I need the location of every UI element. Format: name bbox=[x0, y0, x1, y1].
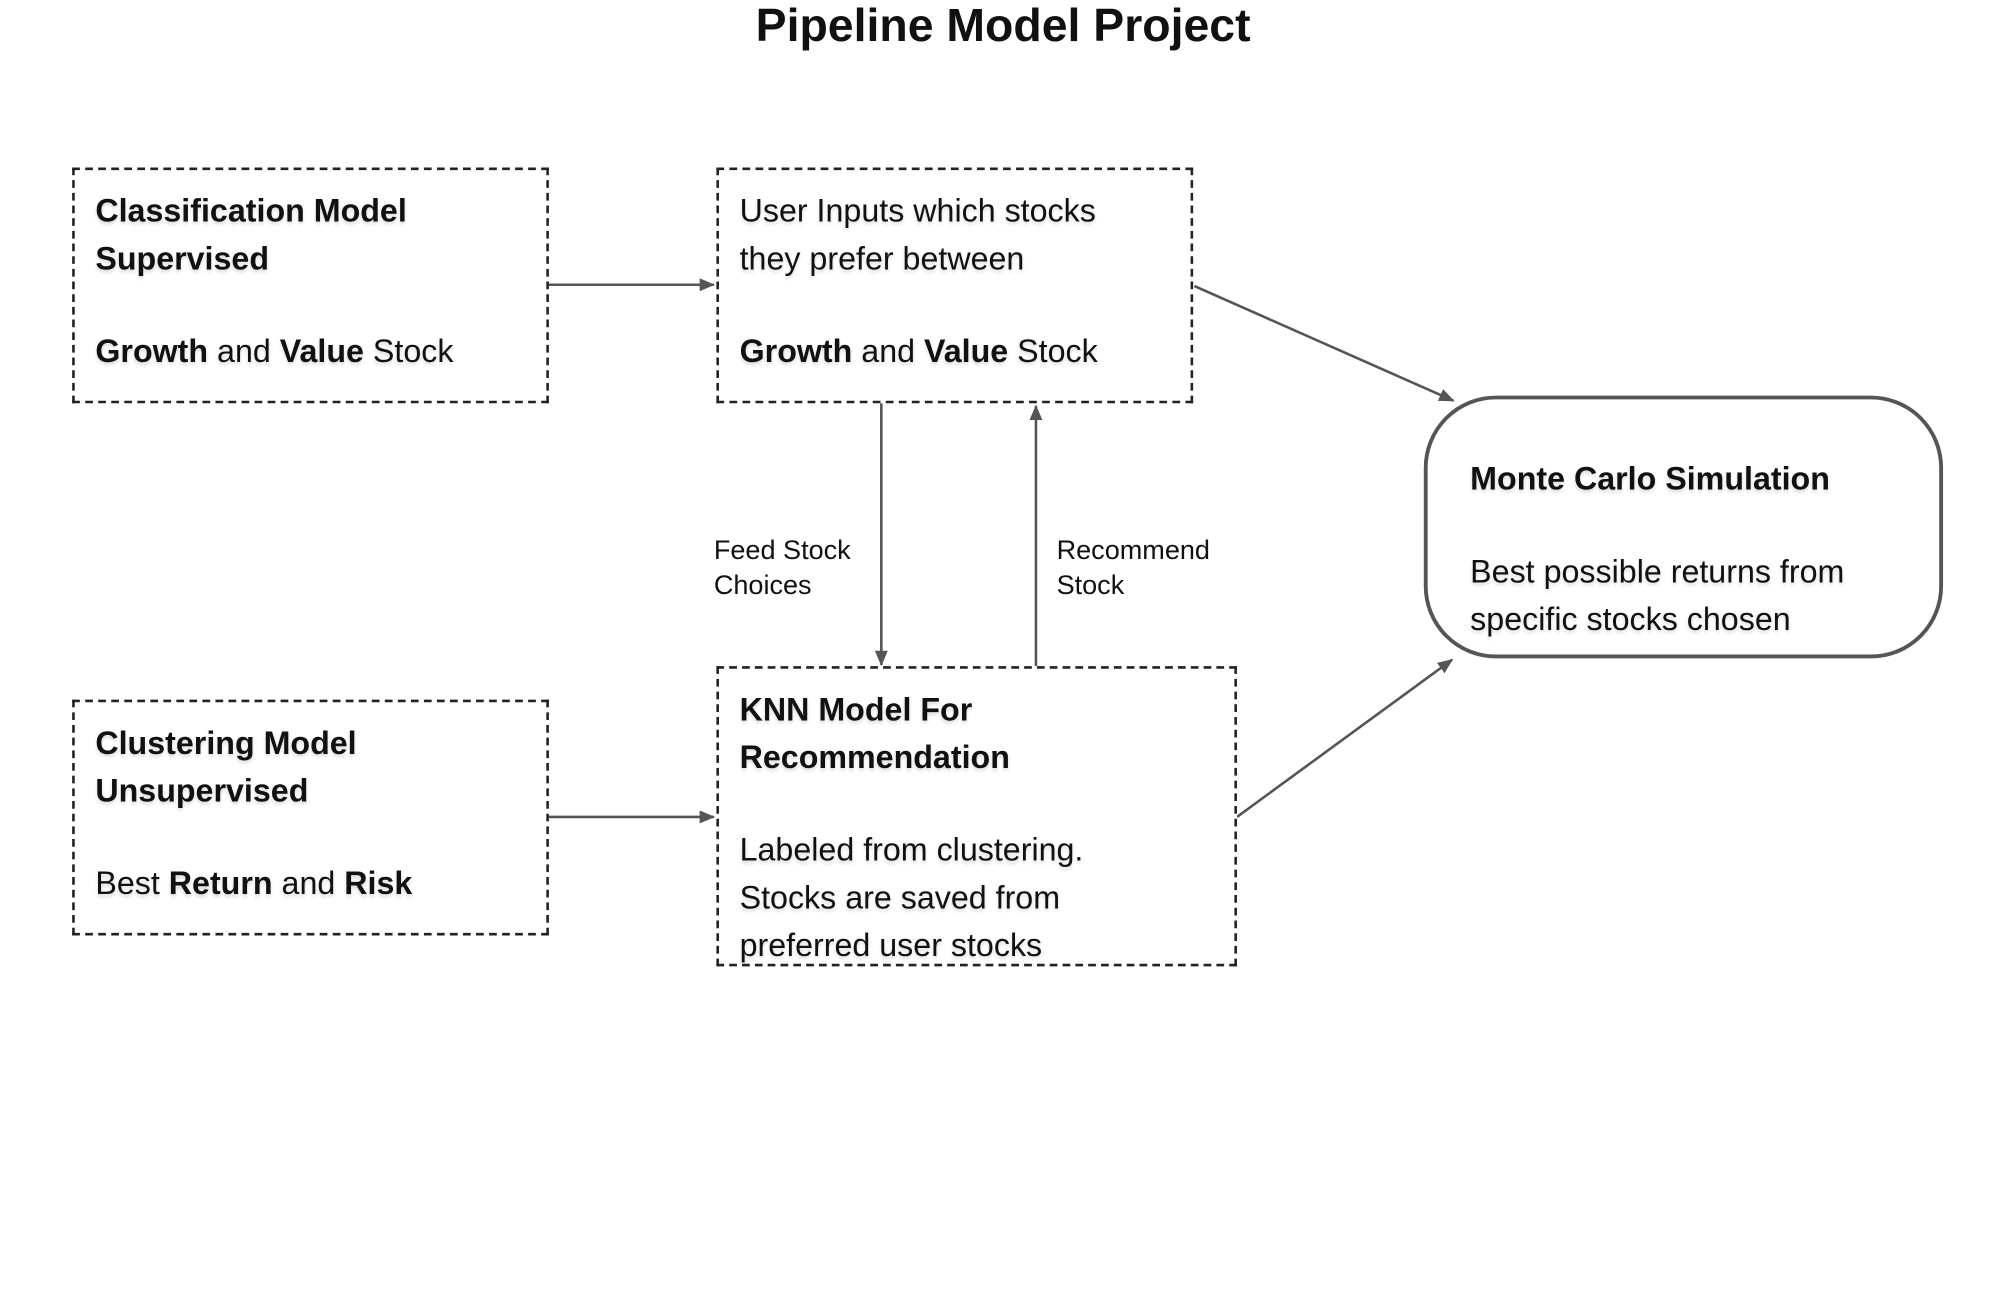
arrow-user-inputs-to-monte-carlo bbox=[1193, 284, 1455, 402]
monte-carlo-box: Monte Carlo Simulation Best possible ret… bbox=[1423, 395, 1944, 659]
classification-model-box: Classification Model Supervised Growth a… bbox=[72, 167, 549, 404]
recommend-stock-label: Recommend Stock bbox=[1056, 536, 1210, 601]
user-inputs-stock-types: Growth and Value Stock bbox=[739, 333, 1098, 370]
classification-heading-line1: Classification Model bbox=[95, 193, 407, 230]
monte-carlo-line2: specific stocks chosen bbox=[1470, 601, 1791, 638]
user-inputs-line1: User Inputs which stocks bbox=[739, 193, 1096, 230]
knn-heading-line1: KNN Model For bbox=[739, 691, 973, 729]
knn-line1: Labeled from clustering. bbox=[739, 832, 1084, 869]
user-inputs-line2: they prefer between bbox=[739, 240, 1025, 278]
classification-stock-types: Growth and Value Stock bbox=[95, 333, 454, 370]
knn-line3: preferred user stocks bbox=[739, 927, 1043, 964]
clustering-model-box: Clustering Model Unsupervised Best Retur… bbox=[72, 699, 549, 936]
knn-line2: Stocks are saved from bbox=[739, 880, 1061, 917]
user-inputs-box: User Inputs which stocks they prefer bet… bbox=[716, 167, 1194, 404]
diagram-title: Pipeline Model Project bbox=[755, 0, 1251, 52]
arrow-knn-to-monte-carlo bbox=[1236, 658, 1454, 818]
knn-model-box: KNN Model For Recommendation Labeled fro… bbox=[716, 666, 1237, 967]
monte-carlo-heading: Monte Carlo Simulation bbox=[1470, 461, 1830, 498]
classification-heading-line2: Supervised bbox=[95, 240, 270, 278]
monte-carlo-line1: Best possible returns from bbox=[1470, 554, 1845, 591]
clustering-heading-line1: Clustering Model bbox=[95, 725, 357, 762]
clustering-return-risk: Best Return and Risk bbox=[95, 865, 413, 902]
knn-heading-line2: Recommendation bbox=[739, 739, 1010, 776]
clustering-heading-line2: Unsupervised bbox=[95, 773, 309, 810]
feed-stock-choices-label: Feed Stock Choices bbox=[713, 536, 851, 601]
